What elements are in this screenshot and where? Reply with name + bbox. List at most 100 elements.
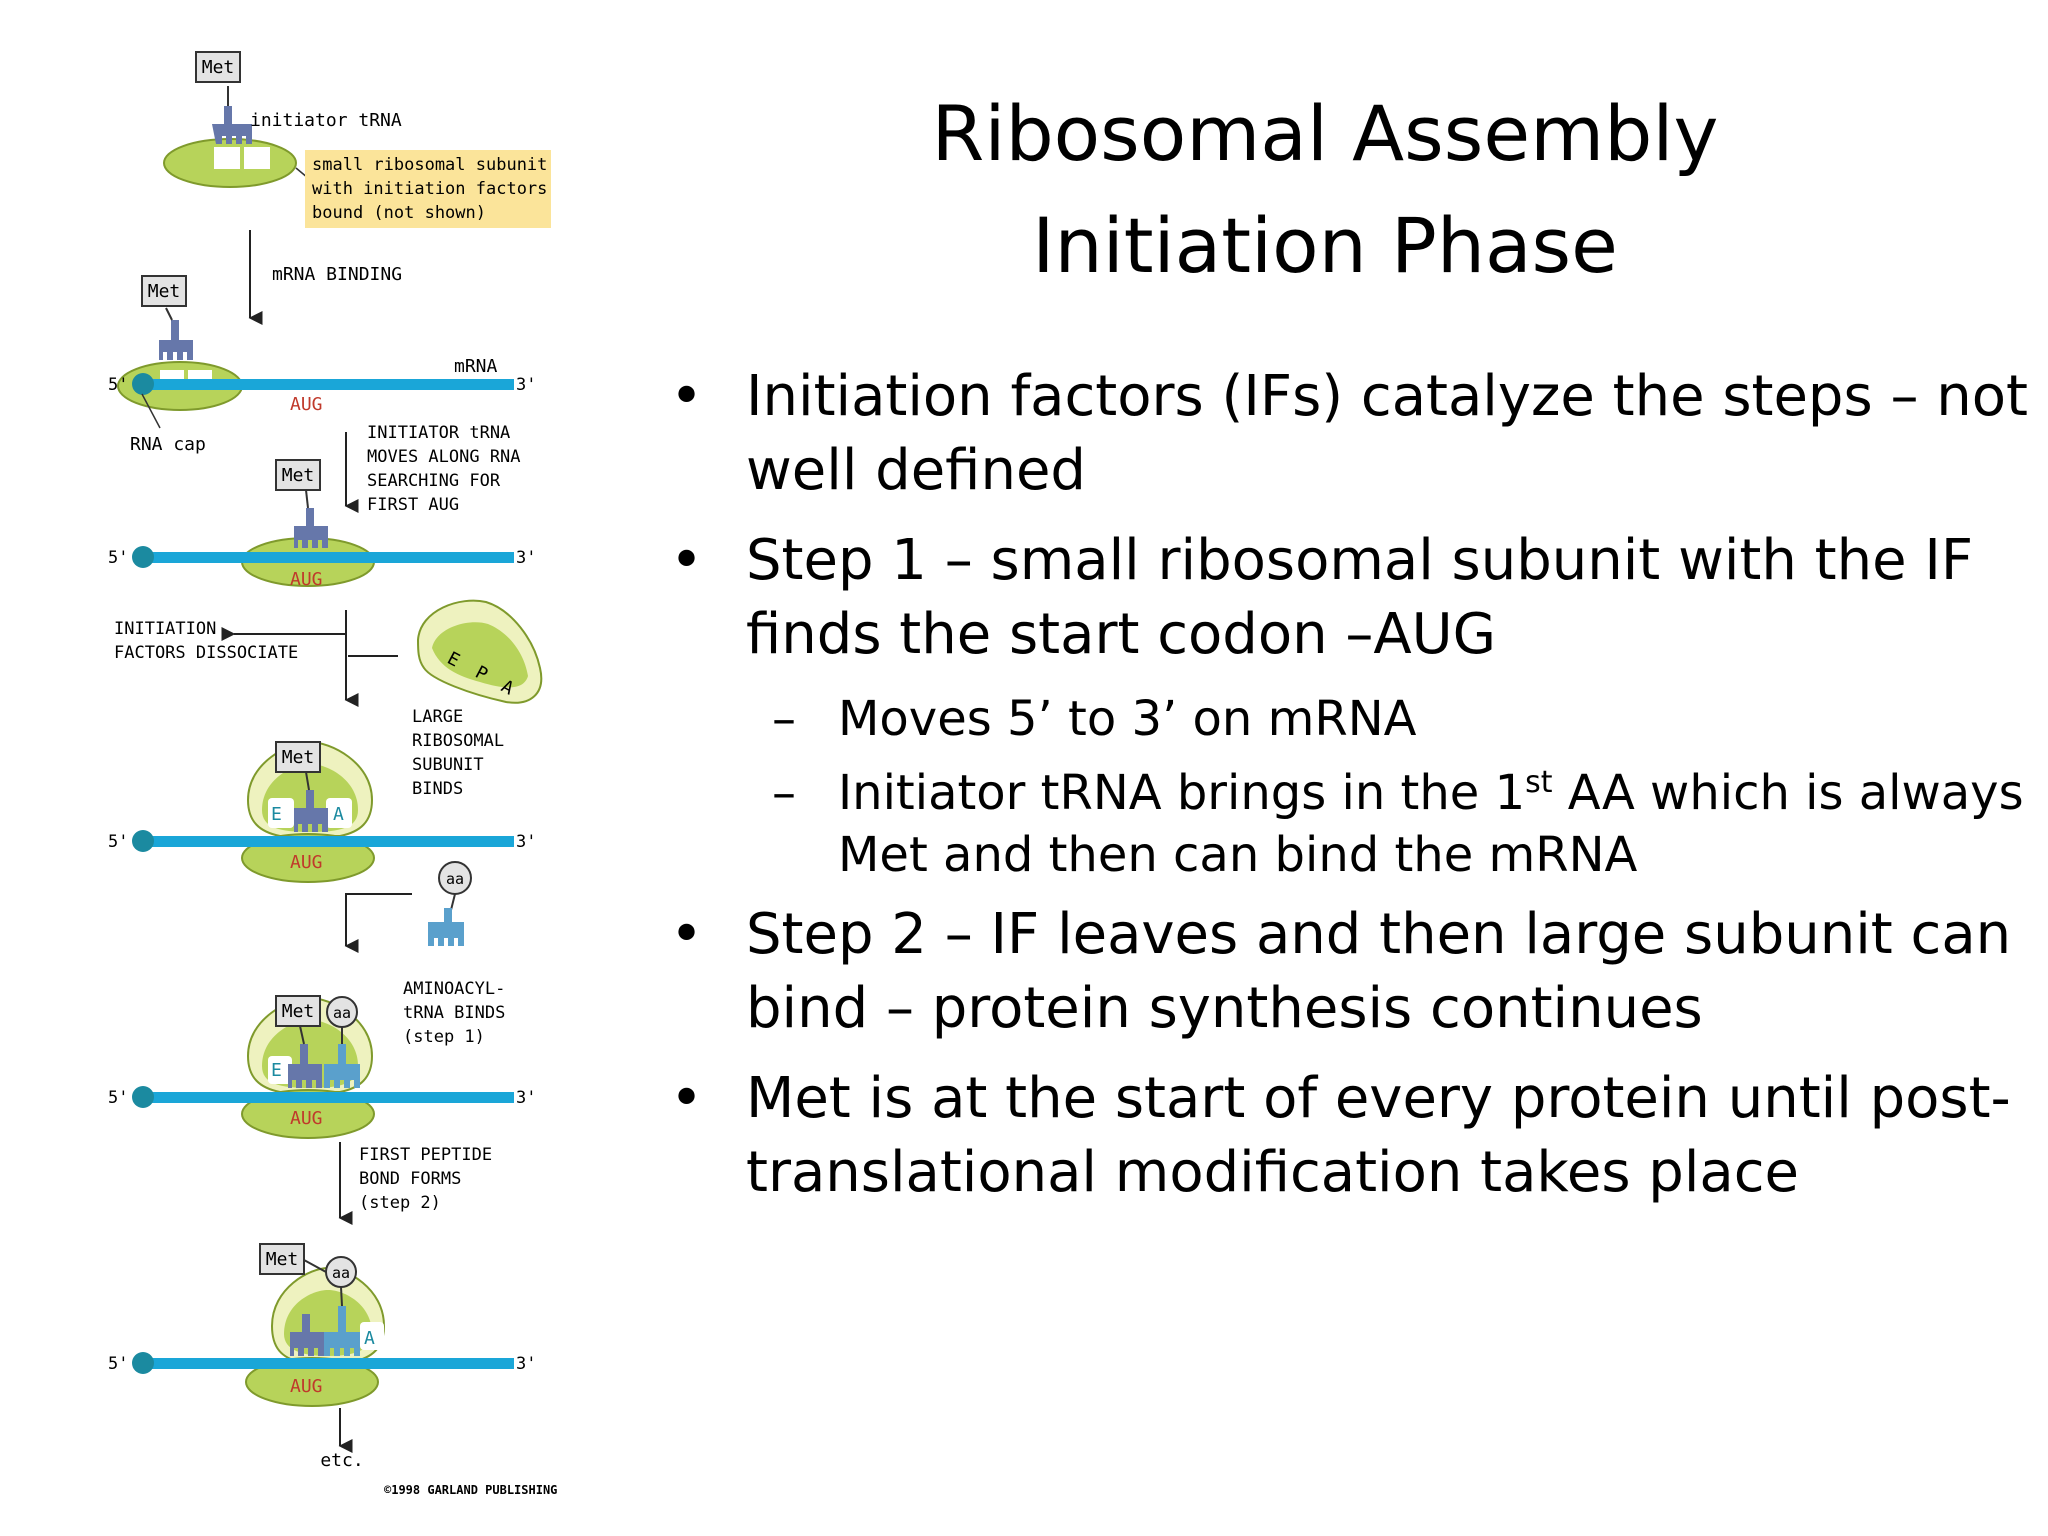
met-box [275, 741, 321, 773]
rna-cap [132, 546, 154, 568]
bullet-item: • Step 1 – small ribosomal subunit with … [660, 524, 2040, 672]
site-a-label: A [364, 1328, 375, 1349]
small-subunit-note-line-2: with initiation factors [312, 179, 547, 199]
mrna-strand [138, 1092, 514, 1103]
copyright-label: ©1998 GARLAND PUBLISHING [384, 1483, 557, 1497]
aug-codon: AUG [290, 1376, 323, 1397]
mrna-label: mRNA [454, 356, 498, 377]
rna-cap [132, 373, 154, 395]
slide-title-line-1: Ribosomal Assembly [931, 89, 1719, 178]
peptide-bond-line-3: (step 2) [359, 1193, 441, 1213]
small-subunit-note-line-3: bound (not shown) [312, 203, 486, 223]
arrow-if-dissociate [221, 610, 347, 641]
aminoacyl-line-3: (step 1) [403, 1027, 485, 1047]
aminoacyl-trna-icon [324, 1044, 360, 1088]
met-label: Met [202, 57, 235, 78]
five-prime-label: 5' [108, 832, 128, 852]
site-e-label: E [271, 1060, 282, 1081]
site-a-label: A [333, 804, 344, 825]
peptide-bond-line-2: BOND FORMS [359, 1169, 461, 1189]
peptide-bond-line-1: FIRST PEPTIDE [359, 1145, 492, 1165]
sub-bullet-text: Moves 5’ to 3’ on mRNA [838, 691, 1417, 747]
met-box [141, 275, 187, 307]
sub-bullet-item: – Initiator tRNA brings in the 1st AA wh… [660, 762, 2040, 886]
met-box [195, 51, 241, 83]
sub-bullet-item: – Moves 5’ to 3’ on mRNA [660, 688, 2040, 750]
deacylated-trna-icon [290, 1314, 324, 1356]
five-prime-label: 5' [108, 1088, 128, 1108]
aug-codon: AUG [290, 394, 323, 415]
initiator-trna-icon [294, 790, 328, 832]
stage-mrna-bound: Met mRNA 5' 3' AUG RNA cap [108, 275, 536, 455]
five-prime-label: 5' [108, 375, 128, 395]
met-label: Met [266, 1249, 299, 1270]
small-subunit-note-box [305, 150, 551, 228]
rna-cap-label: RNA cap [130, 434, 206, 455]
three-prime-label: 3' [516, 1088, 536, 1108]
large-binds-line-2: RIBOSOMAL [412, 731, 504, 751]
five-prime-label: 5' [108, 548, 128, 568]
moves-along-line-3: SEARCHING FOR [367, 471, 501, 491]
rna-cap [132, 1086, 154, 1108]
arrow-aminoacyl-binding [344, 893, 412, 953]
if-dissociate-line-1: INITIATION [114, 619, 216, 639]
bullet-dot-icon: • [670, 364, 704, 429]
met-label: Met [282, 747, 315, 768]
three-prime-label: 3' [516, 832, 536, 852]
five-prime-label: 5' [108, 1354, 128, 1374]
free-large-subunit: E P A [416, 599, 543, 704]
moves-along-line-4: FIRST AUG [367, 495, 459, 515]
met-label: Met [148, 281, 181, 302]
aug-codon: AUG [290, 852, 323, 873]
rna-cap [132, 1352, 154, 1374]
met-box [275, 995, 321, 1027]
site-e-label: E [271, 804, 282, 825]
met-box [259, 1243, 305, 1275]
ribosome-assembly-diagram: Met initiator tRNA small ribosomal subun… [108, 51, 557, 1497]
stage-scanning: Met 5' 3' AUG [108, 459, 536, 590]
initiator-trna-icon [159, 320, 193, 360]
aug-codon: AUG [290, 1108, 323, 1129]
three-prime-label: 3' [516, 375, 536, 395]
met-box [275, 459, 321, 491]
aa-label: aa [333, 1004, 351, 1022]
stage-aminoacyl-bound: E Met aa 5' 3' AUG [108, 995, 536, 1139]
if-dissociate-line-2: FACTORS DISSOCIATE [114, 643, 298, 663]
mrna-strand [138, 836, 514, 847]
initiator-trna-icon [288, 1044, 322, 1088]
stage-full-ribosome: E A Met 5' 3' AUG [108, 740, 536, 883]
mrna-strand [138, 552, 514, 563]
moves-along-line-1: INITIATOR tRNA [367, 423, 510, 443]
bullet-text: Initiation factors (IFs) catalyze the st… [746, 364, 2028, 503]
bullet-dot-icon: • [670, 528, 704, 593]
sub-bullet-text-pre: Initiator tRNA brings in the 1 [838, 765, 1526, 821]
sub-bullet-text-post: AA which is always Met and then can bind… [838, 765, 2024, 883]
peptidyl-trna-icon [324, 1306, 360, 1356]
bullet-text: Step 2 – IF leaves and then large subuni… [746, 902, 2012, 1041]
aa-label: aa [332, 1264, 350, 1282]
large-binds-line-4: BINDS [412, 779, 463, 799]
bullet-text: Step 1 – small ribosomal subunit with th… [746, 528, 1974, 667]
stage-small-subunit: Met initiator tRNA small ribosomal subun… [163, 51, 551, 228]
aminoacyl-line-2: tRNA BINDS [403, 1003, 505, 1023]
slide-title-line-2: Initiation Phase [1032, 201, 1618, 290]
rna-cap [132, 830, 154, 852]
mrna-strand [138, 379, 514, 390]
etc-label: etc. [320, 1450, 363, 1471]
superscript-st: st [1525, 765, 1553, 800]
bullet-dot-icon: • [670, 1066, 704, 1131]
aminoacyl-line-1: AMINOACYL- [403, 979, 505, 999]
aa-label: aa [446, 870, 464, 888]
bullet-item: • Step 2 – IF leaves and then large subu… [660, 898, 2040, 1046]
slide-title: Ribosomal Assembly Initiation Phase [690, 78, 1960, 302]
bullet-list: • Initiation factors (IFs) catalyze the … [660, 360, 2040, 1226]
small-subunit-note-line-1: small ribosomal subunit [312, 155, 547, 175]
stage-peptide-bond: A Met aa 5' 3' AUG [108, 1243, 536, 1407]
initiator-trna-label: initiator tRNA [250, 110, 402, 131]
three-prime-label: 3' [516, 548, 536, 568]
met-label: Met [282, 465, 315, 486]
aug-codon: AUG [290, 569, 323, 590]
bullet-dot-icon: • [670, 902, 704, 967]
mrna-strand [138, 1358, 514, 1369]
initiator-trna-icon [212, 106, 252, 144]
